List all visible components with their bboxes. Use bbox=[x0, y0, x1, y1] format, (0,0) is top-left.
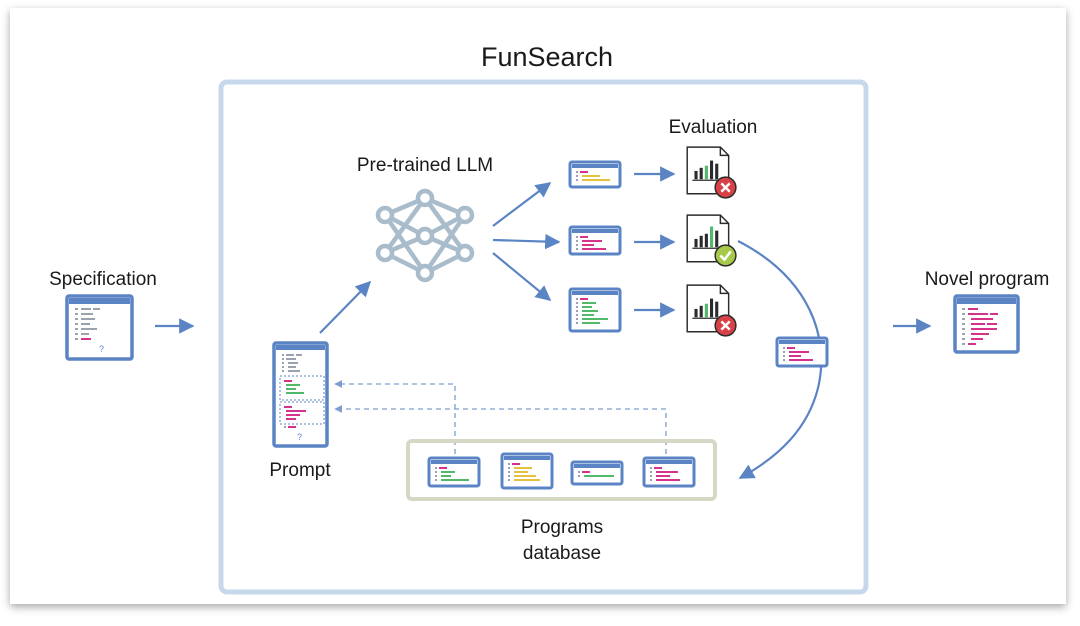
arrow-eval-to-database bbox=[737, 240, 823, 479]
prompt-label: Prompt bbox=[269, 460, 331, 481]
arrow-llm-to-program-1 bbox=[492, 182, 552, 227]
database-program-2 bbox=[500, 452, 554, 490]
pretrained-llm-label: Pre-trained LLM bbox=[357, 155, 493, 176]
prompt-document-icon: ? bbox=[272, 341, 329, 448]
funsearch-frame bbox=[218, 79, 869, 595]
database-program-1 bbox=[427, 456, 481, 488]
generated-program-3 bbox=[568, 287, 622, 333]
chart-x-icon bbox=[685, 145, 738, 200]
specification-label: Specification bbox=[49, 269, 157, 290]
arrow-llm-to-program-2 bbox=[492, 233, 561, 250]
selected-program-document-icon bbox=[775, 336, 829, 368]
generated-program-2 bbox=[568, 225, 622, 256]
arrow-prompt-to-llm bbox=[319, 280, 372, 334]
specification-document-icon: ? bbox=[65, 294, 134, 361]
chart-check-icon bbox=[685, 213, 738, 268]
database-program-4 bbox=[642, 456, 696, 488]
diagram-card: FunSearch Specification ? Novel program bbox=[10, 8, 1066, 604]
diagram-title: FunSearch bbox=[481, 42, 613, 72]
dashed-arrow-db-to-prompt-1 bbox=[334, 380, 456, 454]
generated-program-1 bbox=[568, 160, 622, 189]
arrow-llm-to-program-3 bbox=[492, 252, 552, 301]
neural-network-nodes bbox=[375, 188, 475, 283]
dashed-arrow-db-to-prompt-2 bbox=[334, 405, 667, 454]
programs-database-label-line1: Programs bbox=[521, 517, 603, 538]
novel-program-label: Novel program bbox=[925, 269, 1050, 290]
funsearch-diagram: FunSearch Specification ? Novel program bbox=[49, 42, 1050, 595]
evaluation-label: Evaluation bbox=[669, 117, 758, 138]
novel-program-document-icon bbox=[953, 294, 1020, 354]
programs-database-label-line2: database bbox=[523, 543, 601, 564]
chart-x-icon bbox=[685, 283, 738, 338]
unknown-mark: ? bbox=[297, 432, 302, 442]
database-program-3 bbox=[570, 460, 624, 486]
programs-database-frame bbox=[406, 439, 717, 501]
unknown-mark: ? bbox=[99, 344, 104, 354]
